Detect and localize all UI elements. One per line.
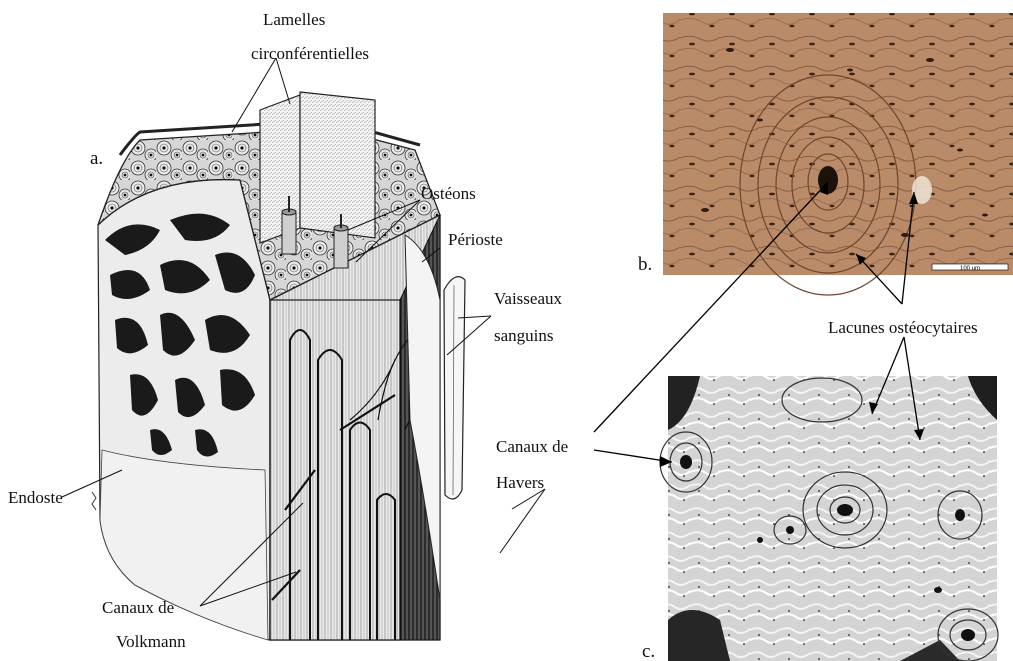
bone-illustration: [92, 92, 465, 640]
panel-letter-b: b.: [638, 254, 652, 276]
scale-bar-label: 100 um: [960, 266, 980, 272]
label-perioste: Périoste: [448, 230, 503, 250]
label-vaisseaux-1: Vaisseaux: [494, 289, 562, 309]
panel-letter-a: a.: [90, 148, 103, 170]
label-vaisseaux-2: sanguins: [494, 326, 554, 346]
label-lamelles-1: Lamelles: [263, 10, 325, 30]
label-endoste: Endoste: [8, 488, 63, 508]
panel-letter-c: c.: [642, 641, 655, 661]
label-lamelles-2: circonférentielles: [251, 44, 369, 64]
label-havers-1: Canaux de: [496, 437, 568, 457]
label-volkmann-1: Canaux de: [102, 598, 174, 618]
label-havers-2: Havers: [496, 473, 544, 493]
label-lacunes: Lacunes ostéocytaires: [828, 318, 978, 338]
micrograph-b: [663, 13, 1013, 295]
micrograph-c: [660, 376, 998, 661]
label-volkmann-2: Volkmann: [116, 632, 186, 652]
label-osteons: Ostéons: [421, 184, 476, 204]
